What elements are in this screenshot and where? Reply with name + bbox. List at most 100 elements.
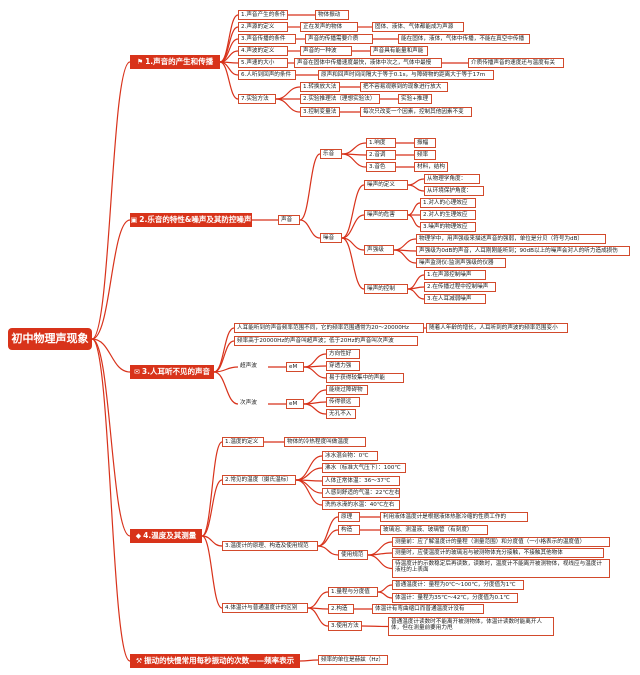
topic-node[interactable]: eM <box>286 362 304 372</box>
topic-node[interactable]: 能在固体，液体，气体中传播，不能在真空中传播 <box>398 34 530 44</box>
topic-node[interactable]: 洗热水澡的水温：40℃左右 <box>322 500 400 510</box>
node-label: 玻璃泡、测温液、玻璃管（有刻度） <box>383 527 473 533</box>
topic-node[interactable]: 噪音 <box>320 233 342 243</box>
connector-line <box>91 219 131 340</box>
topic-node[interactable]: 2.声源的定义 <box>238 22 288 32</box>
topic-node[interactable]: 传得很远 <box>326 397 360 407</box>
topic-node[interactable]: 测量前：应了解温度计的量程（测量范围）和分度值（一小格表示的温度值） <box>392 537 610 547</box>
topic-node[interactable]: 3.声音传播的条件 <box>238 34 296 44</box>
topic-node[interactable]: 人感到舒适的气温：22℃左右 <box>322 488 400 498</box>
topic-node[interactable]: 2.音调 <box>366 150 396 160</box>
topic-node[interactable]: 无孔不入 <box>326 409 356 419</box>
topic-node[interactable]: 乐音 <box>320 149 342 159</box>
topic-node[interactable]: 沸水（标准大气压下）：100℃ <box>322 463 406 473</box>
topic-node[interactable]: 频率高于20000Hz的声音叫超声波；低于20Hz的声音叫次声波 <box>234 336 418 346</box>
topic-node[interactable]: 频率的单位是赫兹（Hz） <box>318 655 388 665</box>
topic-node[interactable]: 声音具有能量和声能 <box>370 46 428 56</box>
topic-node[interactable]: 把不容易观察到的现象进行放大 <box>360 82 448 92</box>
topic-node[interactable]: 2.常见的温度（摄氏温标） <box>222 475 296 485</box>
topic-node[interactable]: 穿透力强 <box>326 361 360 371</box>
topic-node[interactable]: 物理学中，用声强级来描述声音的强弱，单位是分贝（符号为dB） <box>416 234 606 244</box>
topic-node[interactable]: 声强级为0dB的声音，人耳刚刚能听到；90dB以上的噪声会对人的听力造成损伤 <box>416 246 630 256</box>
topic-node[interactable]: 4.声波的定义 <box>238 46 288 56</box>
topic-node[interactable]: 1.响度 <box>366 138 396 148</box>
topic-node[interactable]: 声音的传播需要介质 <box>305 34 373 44</box>
topic-node[interactable]: 7.实验方法 <box>238 94 276 104</box>
topic-node[interactable]: 介质传播声音的速度还与温度有关 <box>468 58 564 68</box>
topic-node[interactable]: 1.声音产生的条件 <box>238 10 288 20</box>
topic-node[interactable]: 物体振动 <box>315 10 349 20</box>
topic-node[interactable]: 1.转换放大法 <box>300 82 340 92</box>
topic-node[interactable]: 3.控制变量法 <box>300 107 340 117</box>
topic-node[interactable]: 噪声监测仪:监测声强级的仪器 <box>416 258 506 268</box>
topic-node[interactable]: 构造 <box>338 525 360 535</box>
topic-node[interactable]: 1.温度的定义 <box>222 437 264 447</box>
branch-node[interactable]: ◆4.温度及其测量 <box>130 529 202 543</box>
topic-node[interactable]: 使用规范 <box>338 550 368 560</box>
topic-node[interactable]: 次声波 <box>238 399 268 409</box>
topic-node[interactable]: eM <box>286 399 304 409</box>
topic-node[interactable]: 测量时，应使温度计的玻璃泡与被测物体充分接触，不接触其他物体 <box>392 548 604 558</box>
topic-node[interactable]: 利用液体温度计是根据液体热胀冷缩的性质工作的 <box>380 512 528 522</box>
topic-node[interactable]: 体温计有弯曲缩口而普通温度计没有 <box>372 604 484 614</box>
topic-node[interactable]: 从物理学角度： <box>424 174 480 184</box>
topic-node[interactable]: 能绕过障碍物 <box>326 385 368 395</box>
topic-node[interactable]: 从环境保护角度： <box>424 186 484 196</box>
topic-node[interactable]: 普通温度计：量程为0℃～100℃，分度值为1℃ <box>392 580 524 590</box>
topic-node[interactable]: 待温度计的示数稳定后再读数，读数时，温度计不能离开被测物体，视线应与温度计液柱的… <box>392 559 610 578</box>
topic-node[interactable]: 1.对人的心理效应 <box>420 198 476 208</box>
topic-node[interactable]: 振幅 <box>414 138 436 148</box>
topic-node[interactable]: 冰水混合物：0℃ <box>322 451 378 461</box>
branch-node[interactable]: ▣2.乐音的特性&噪声及其防控噪声 <box>130 213 252 227</box>
topic-node[interactable]: 6.人听到回声的条件 <box>238 70 296 80</box>
topic-node[interactable]: 3.噪声的物理效应 <box>420 222 476 232</box>
connector-line <box>303 403 327 415</box>
topic-node[interactable]: 固体、液体、气体都能成为声源 <box>372 22 464 32</box>
node-label: 2.在传播过程中控制噪声 <box>427 284 489 290</box>
topic-node[interactable]: 易于获得较集中的声能 <box>326 373 404 383</box>
topic-node[interactable]: 3.使用方法 <box>328 621 362 631</box>
topic-node[interactable]: 频率 <box>414 150 436 160</box>
topic-node[interactable]: 人耳能听到的声音频率范围不同，它的频率范围通常为20～20000Hz <box>234 323 424 333</box>
topic-node[interactable]: 2.实验推理法（理想实验法） <box>300 94 380 104</box>
branch-node[interactable]: ⚑1.声音的产生和传播 <box>130 55 220 69</box>
topic-node[interactable]: 随着人年龄的增长，人耳听到的声波的频率范围变小 <box>426 323 568 333</box>
topic-node[interactable]: 2.构造 <box>328 604 354 614</box>
topic-node[interactable]: 原声和回声时间间隔大于等于0.1s，与障碍物的距离大于等于17m <box>318 70 494 80</box>
topic-node[interactable]: 1.在声源控制噪声 <box>424 270 486 280</box>
topic-node[interactable]: 噪声的控制 <box>364 284 408 294</box>
root-node[interactable]: 初中物理声现象 <box>8 328 92 350</box>
connector-line <box>317 545 339 556</box>
topic-node[interactable]: 实验+推理 <box>398 94 432 104</box>
topic-node[interactable]: 噪声的定义 <box>364 180 408 190</box>
topic-node[interactable]: 3.在人耳减弱噪声 <box>424 294 486 304</box>
topic-node[interactable]: 声音 <box>278 215 300 225</box>
topic-node[interactable]: 人体正常体温：36～37℃ <box>322 476 400 486</box>
topic-node[interactable]: 普通温度计读数时不能离开被测物体，体温计读数时能离开人体，但在测量前要用力甩 <box>388 617 554 636</box>
topic-node[interactable]: 3.温度计的原理、构造及使用规范 <box>222 541 318 551</box>
topic-node[interactable]: 声音的一种波 <box>300 46 352 56</box>
topic-node[interactable]: 原理 <box>338 512 360 522</box>
topic-node[interactable]: 每次只改变一个因素，控制其他因素不变 <box>360 107 472 117</box>
connector-line <box>317 529 339 547</box>
node-label: 振幅 <box>417 140 429 146</box>
topic-node[interactable]: 1.量程与分度值 <box>328 587 378 597</box>
topic-node[interactable]: 4.体温计与普通温度计的区别 <box>222 603 308 613</box>
topic-node[interactable]: 2.对人的生理效应 <box>420 210 476 220</box>
topic-node[interactable]: 3.音色 <box>366 162 396 172</box>
node-label: 次声波 <box>240 400 257 406</box>
branch-node[interactable]: ✉3.人耳听不见的声音 <box>130 365 214 379</box>
topic-node[interactable]: 5.声速的大小 <box>238 58 288 68</box>
topic-node[interactable]: 声音在固体中传播速度最快，液体中次之，气体中最慢 <box>294 58 442 68</box>
topic-node[interactable]: 方向性好 <box>326 349 360 359</box>
topic-node[interactable]: 正在发声的物体 <box>300 22 358 32</box>
topic-node[interactable]: 玻璃泡、测温液、玻璃管（有刻度） <box>380 525 488 535</box>
topic-node[interactable]: 体温计：量程为35℃～42℃，分度值为0.1℃ <box>392 593 518 603</box>
topic-node[interactable]: 物体的冷热程度叫做温度 <box>284 437 366 447</box>
topic-node[interactable]: 声强级 <box>364 245 394 255</box>
topic-node[interactable]: 2.在传播过程中控制噪声 <box>424 282 496 292</box>
topic-node[interactable]: 超声波 <box>238 362 268 372</box>
topic-node[interactable]: 材料，结构 <box>414 162 448 172</box>
branch-node[interactable]: ⚒振动的快慢常用每秒振动的次数——频率表示 <box>130 654 300 668</box>
topic-node[interactable]: 噪声的危害 <box>364 210 408 220</box>
